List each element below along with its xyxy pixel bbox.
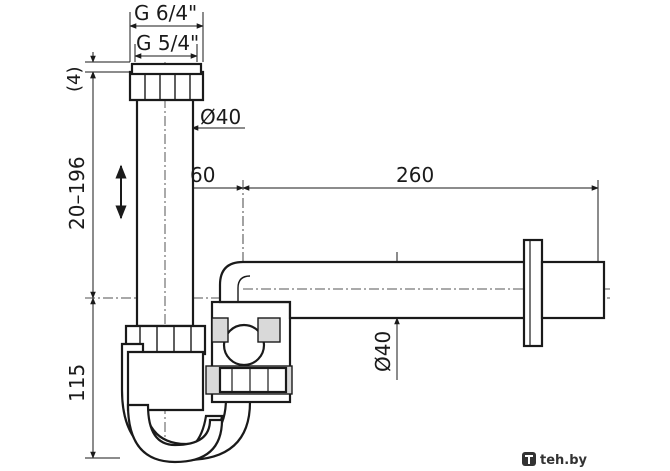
label-vertical-adjust: 20–196 xyxy=(65,156,89,230)
label-thread-outer: G 6/4" xyxy=(134,1,197,25)
label-diameter-top: Ø40 xyxy=(200,105,241,129)
dimension-labels: G 6/4" G 5/4" (4) Ø40 20–196 60 260 Ø40 … xyxy=(64,1,434,402)
label-offset: 60 xyxy=(190,163,215,187)
watermark-site-text: teh.by xyxy=(540,453,588,468)
label-trap-height: 115 xyxy=(65,364,89,402)
label-horizontal-length: 260 xyxy=(396,163,434,187)
label-diameter-side: Ø40 xyxy=(371,331,395,372)
watermark: teh.by xyxy=(508,446,670,471)
label-thread-inner: G 5/4" xyxy=(136,31,199,55)
label-nut-height: (4) xyxy=(64,67,85,93)
siphon-body xyxy=(120,62,610,464)
site-logo-icon xyxy=(522,452,536,466)
